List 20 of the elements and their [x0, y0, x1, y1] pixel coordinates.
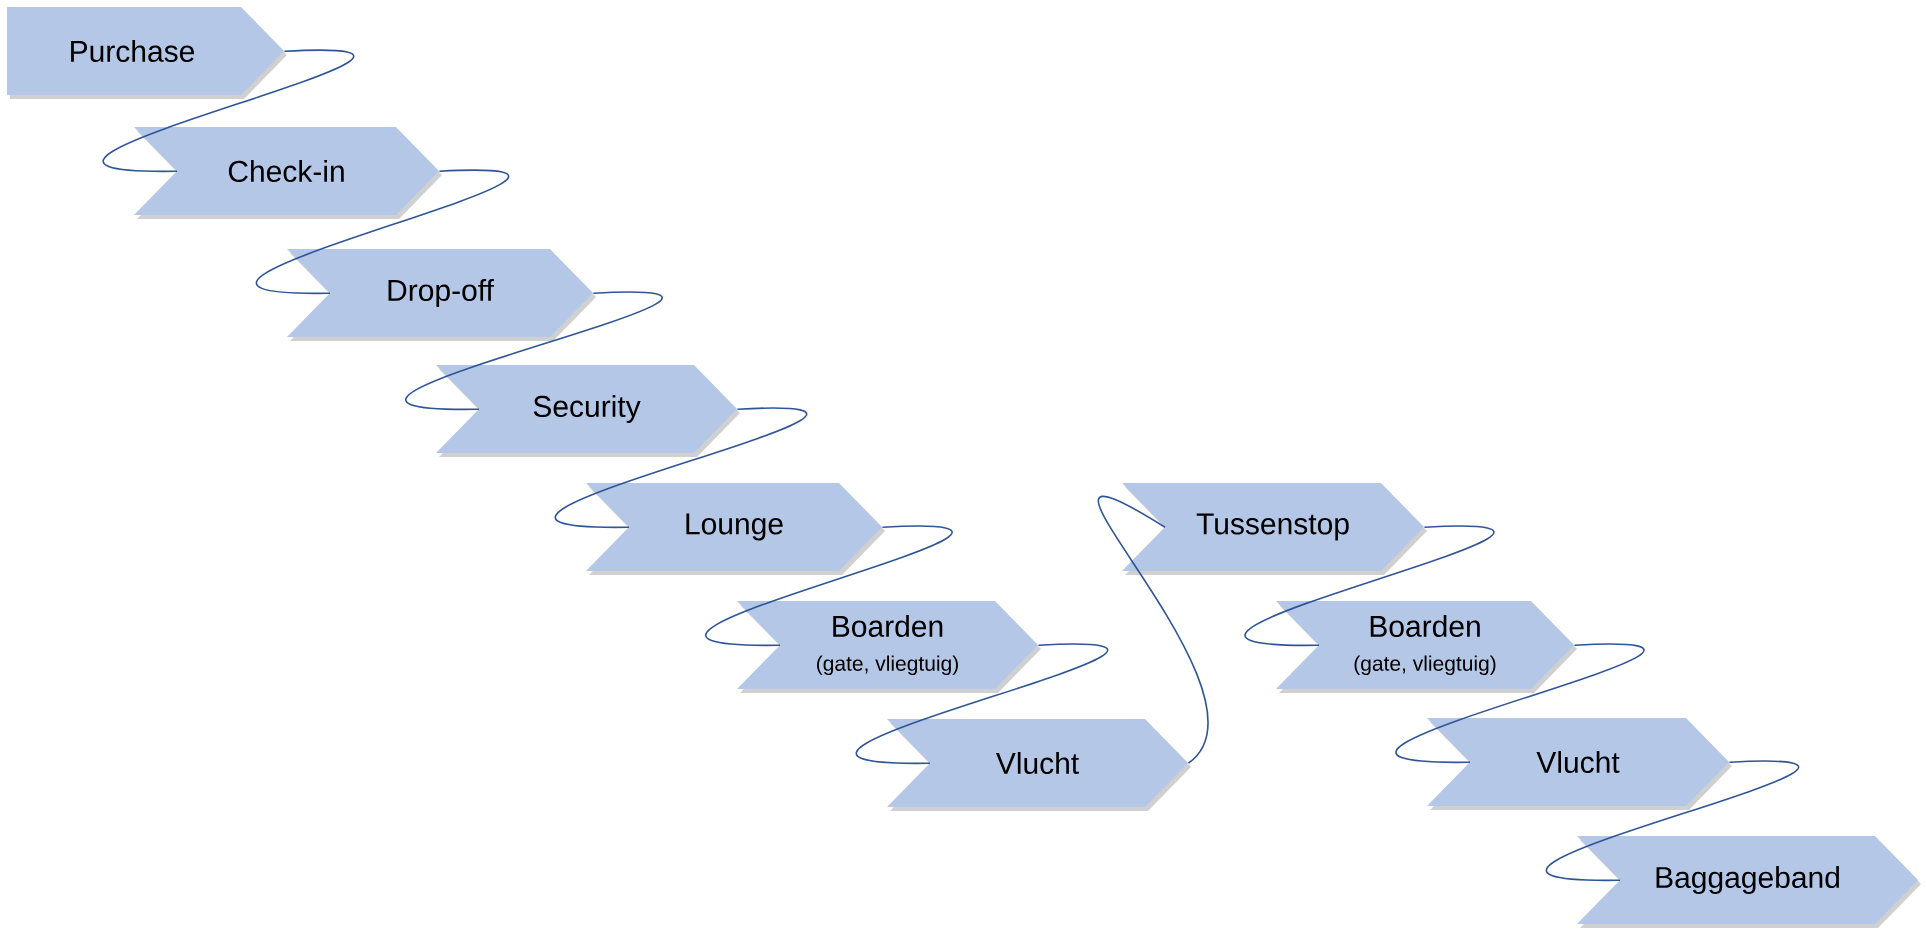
chevron-box: Security [436, 365, 740, 457]
connector-curve [555, 407, 808, 528]
connector-curve [1395, 643, 1645, 763]
connector-curve [1097, 495, 1209, 764]
chevron-box: Check-in [134, 127, 442, 219]
connector-curve [102, 49, 355, 172]
connector-curve [1546, 760, 1800, 881]
connector-curve [1244, 525, 1495, 646]
chevron-box: Tussenstop [1122, 483, 1427, 575]
connector-curve [256, 169, 510, 294]
chevron-box: Vlucht [887, 719, 1191, 811]
chevron-box: Drop-off [287, 249, 596, 341]
connector-curve [405, 291, 663, 410]
connector-curve [705, 525, 953, 646]
chevron-box: Boarden (gate, vliegtuig) [1276, 601, 1577, 693]
chevron-box: Boarden (gate, vliegtuig) [737, 601, 1041, 693]
chevron-box: Baggageband [1577, 836, 1921, 928]
connector-curve [856, 643, 1109, 764]
chevron-box: Vlucht [1427, 718, 1732, 810]
chevron-box: Lounge [586, 483, 885, 575]
